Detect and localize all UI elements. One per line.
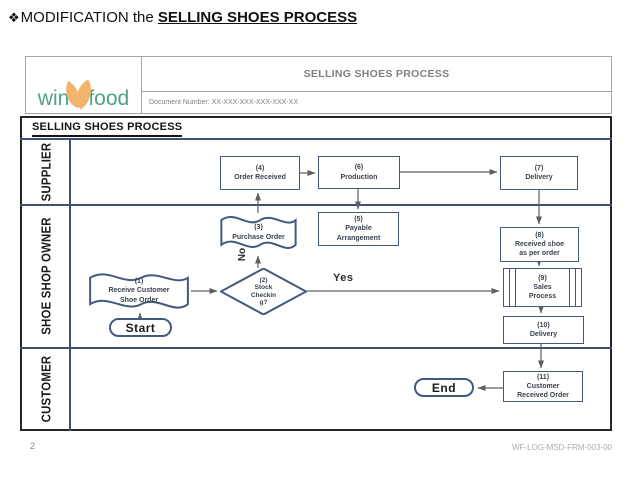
end-terminator: End (414, 378, 474, 397)
node-8-received-shoe: (8) Received shoe as per order (500, 227, 579, 262)
node-8-label: (8) Received shoe as per order (514, 231, 565, 258)
node-5-payable-arrangement: (5) Payable Arrangement (318, 212, 399, 246)
edge-label-yes: Yes (333, 272, 354, 284)
node-11-label: (11) Customer Received Order (517, 373, 569, 400)
node-9-sales-process: (9) Sales Process (503, 268, 582, 307)
header-process-title: SELLING SHOES PROCESS (142, 57, 611, 92)
lane-divider-supplier-owner (20, 204, 612, 206)
diamond-bullet-icon: ❖ (8, 10, 20, 25)
node-2-label: (2) Stock Checkin g? (250, 276, 277, 306)
node-10-delivery: (10) Delivery (503, 316, 584, 344)
footer-document-code: WF-LOG-MSD-FRM-003-00 (511, 443, 612, 452)
node-9-label: (9) Sales Process (528, 274, 557, 301)
page-number: 2 (30, 441, 36, 451)
predefined-process-bar (515, 269, 516, 306)
predefined-process-bar (509, 269, 510, 306)
slide-title-text: MODIFICATION the (20, 9, 158, 26)
node-4-order-received: (4) Order Received (220, 156, 300, 190)
node-10-label: (10) Delivery (529, 321, 558, 338)
node-4-label: (4) Order Received (234, 164, 286, 181)
start-terminator: Start (109, 318, 172, 337)
node-5-label: (5) Payable Arrangement (336, 216, 381, 242)
lane-divider-top (20, 138, 612, 140)
node-11-customer-received-order: (11) Customer Received Order (503, 371, 583, 402)
predefined-process-bar (575, 269, 576, 306)
flowchart-title: SELLING SHOES PROCESS (32, 120, 183, 138)
node-6-label: (6) Production (340, 164, 378, 181)
node-2-stock-checking-decision: (2) Stock Checkin g? (220, 268, 307, 315)
document-header: win food SELLING SHOES PROCESS Document … (25, 56, 612, 114)
wave-document-shape (87, 269, 191, 313)
slide-title-emphasis: SELLING SHOES PROCESS (157, 9, 358, 26)
decision-diamond-shape (220, 268, 307, 315)
lane-divider-owner-customer (20, 347, 612, 349)
node-3-purchase-order: (3) Purchase Order (219, 212, 298, 253)
lane-label-supplier: SUPPLIER (38, 142, 54, 202)
node-6-production: (6) Production (318, 156, 400, 189)
lane-label-customer: CUSTOMER (38, 355, 54, 423)
lane-label-shoe-shop-owner: SHOE SHOP OWNER (38, 217, 54, 335)
logo-word-food: food (88, 87, 130, 110)
node-1-receive-customer-shoe-order: (1) Receive Customer Shoe Order (87, 269, 191, 313)
predefined-process-bar (569, 269, 570, 306)
slide-title: ❖MODIFICATION the SELLING SHOES PROCESS (8, 9, 357, 26)
end-label: End (431, 380, 457, 395)
wave-document-shape (219, 212, 298, 253)
node-7-label: (7) Delivery (525, 164, 553, 181)
node-1-label: (1) Receive Customer Shoe Order (108, 278, 170, 304)
node-3-label: (3) Purchase Order (232, 224, 285, 241)
winfood-logo: win food (26, 57, 142, 113)
logo-word-win: win (37, 87, 70, 110)
leaf-icon (66, 79, 92, 110)
lane-label-column-divider (69, 139, 71, 431)
document-number: Document Number: XX-XXX-XXX-XXX-XXX-XX (149, 99, 298, 106)
start-label: Start (125, 320, 156, 335)
node-7-delivery: (7) Delivery (500, 156, 578, 190)
